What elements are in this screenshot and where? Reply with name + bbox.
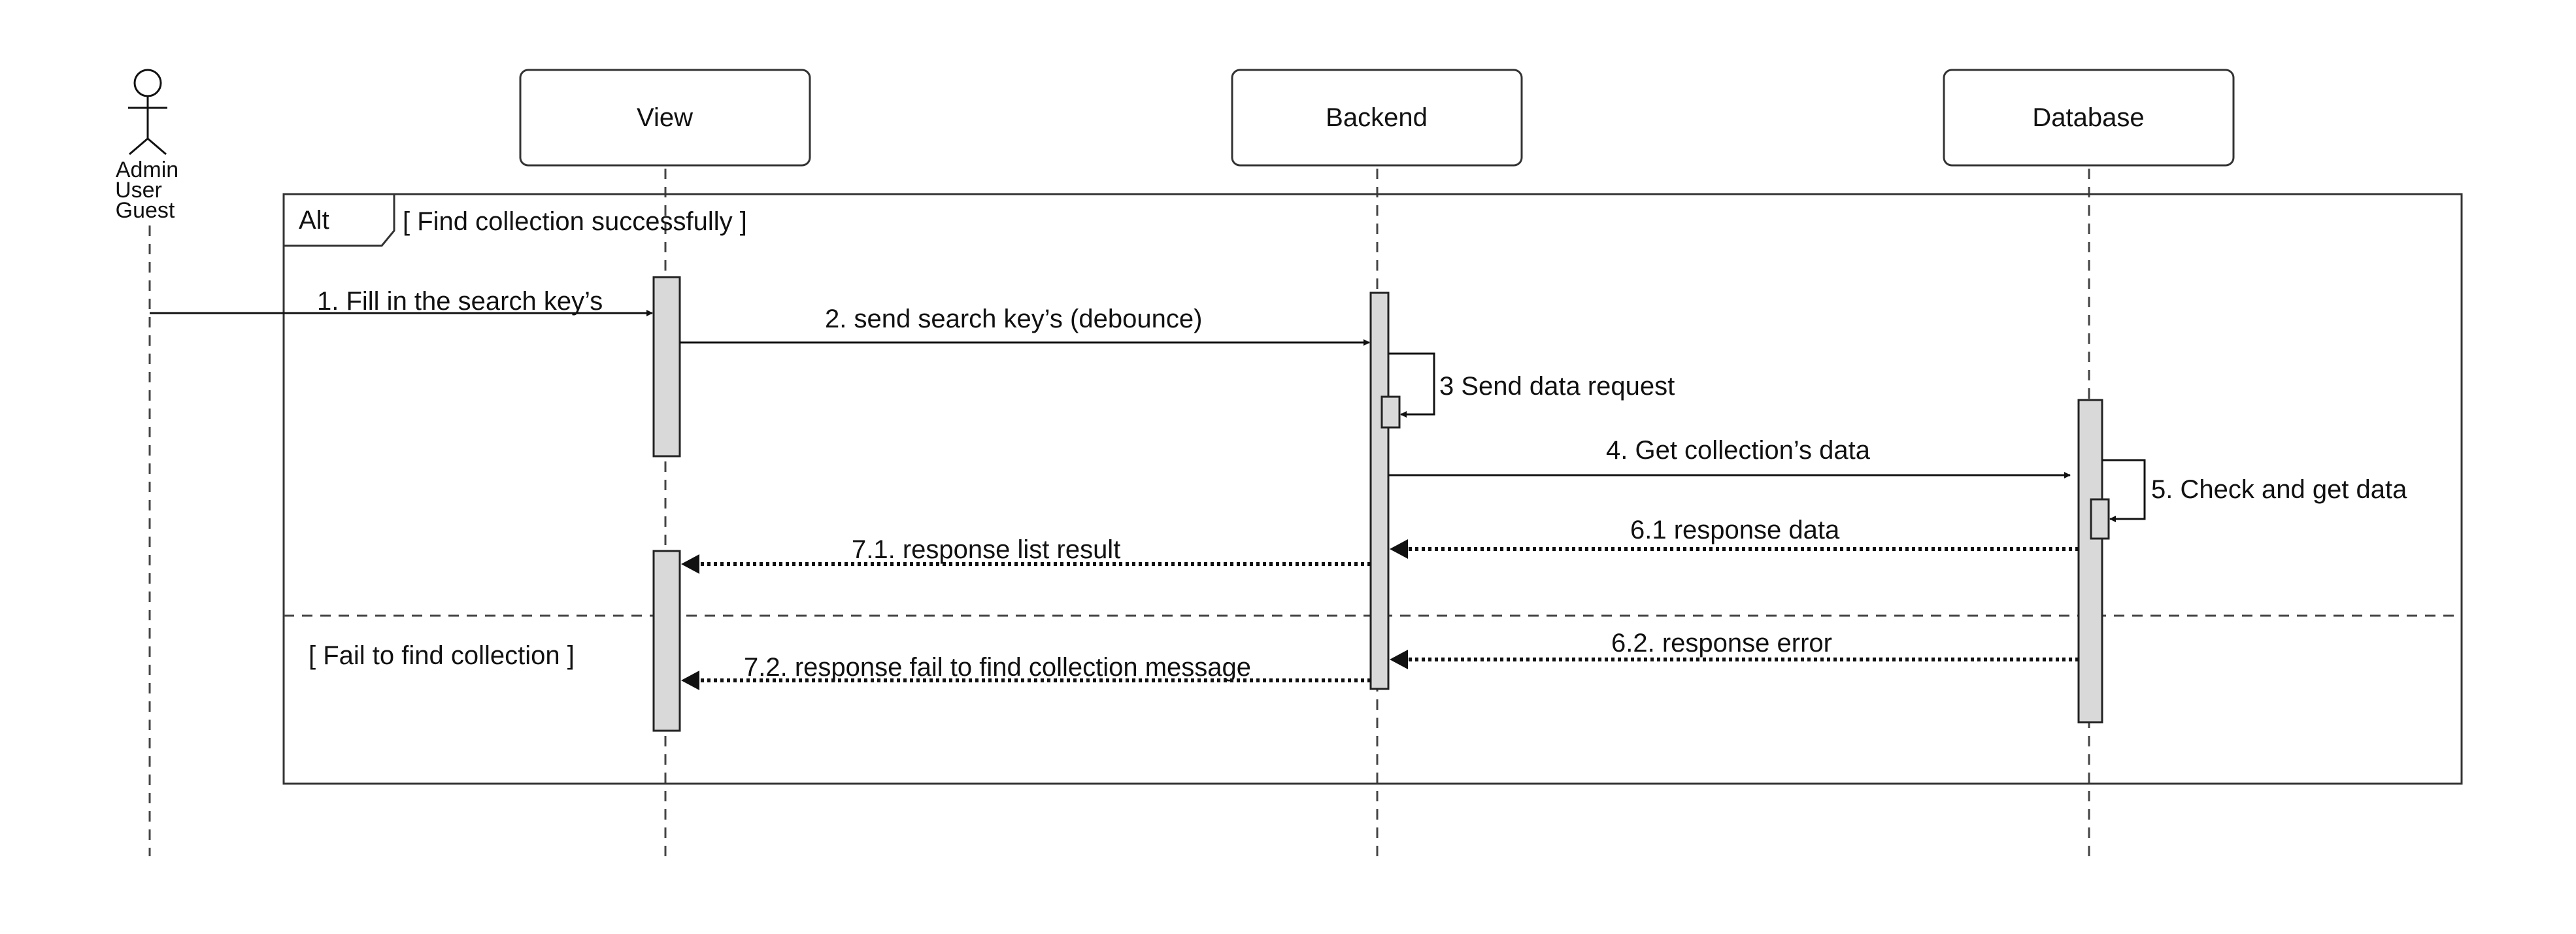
backend-activation — [1369, 292, 1390, 690]
message-3-label: 3 Send data request — [1439, 372, 1675, 401]
view-participant-box — [519, 69, 811, 167]
view-activation-2 — [652, 550, 681, 732]
message-5-self-arrow — [2102, 459, 2146, 522]
message-7-2-arrowhead — [681, 671, 699, 690]
actor-label-user: User — [115, 178, 162, 203]
message-3-self-arrow — [1388, 352, 1435, 418]
message-1-label: 1. Fill in the search key’s — [317, 287, 603, 316]
alt-frame — [282, 193, 2463, 785]
alt-guard-fail: [ Fail to find collection ] — [309, 641, 575, 670]
message-6-1-arrowhead — [1390, 539, 1408, 559]
alt-operator-tab — [284, 194, 395, 247]
message-6-1-label: 6.1 response data — [1630, 516, 1840, 544]
database-participant-box — [1943, 69, 2235, 167]
database-participant-label: Database — [2032, 103, 2144, 132]
backend-participant-label: Backend — [1326, 103, 1428, 132]
alt-operator-label: Alt — [299, 206, 329, 235]
view-participant-label: View — [637, 103, 693, 132]
alt-guard-success: [ Find collection successfully ] — [403, 207, 747, 236]
message-2-label: 2. send search key’s (debounce) — [825, 305, 1202, 333]
message-7-2-label: 7.2. response fail to find collection me… — [744, 653, 1251, 682]
actor-label-guest: Guest — [116, 198, 175, 223]
backend-participant-box — [1231, 69, 1523, 167]
message-6-2-arrowhead — [1390, 650, 1408, 669]
database-activation — [2077, 399, 2103, 724]
backend-self-activation — [1380, 395, 1401, 429]
message-5-label: 5. Check and get data — [2151, 475, 2407, 504]
view-activation-1 — [652, 276, 681, 458]
database-self-activation — [2090, 498, 2110, 540]
message-7-1-label: 7.1. response list result — [852, 535, 1120, 564]
message-6-2-label: 6.2. response error — [1611, 629, 1832, 658]
actor-label-admin: Admin — [116, 158, 178, 182]
actor-figure — [128, 69, 167, 156]
message-4-label: 4. Get collection’s data — [1606, 436, 1871, 465]
message-7-1-arrowhead — [681, 554, 699, 574]
